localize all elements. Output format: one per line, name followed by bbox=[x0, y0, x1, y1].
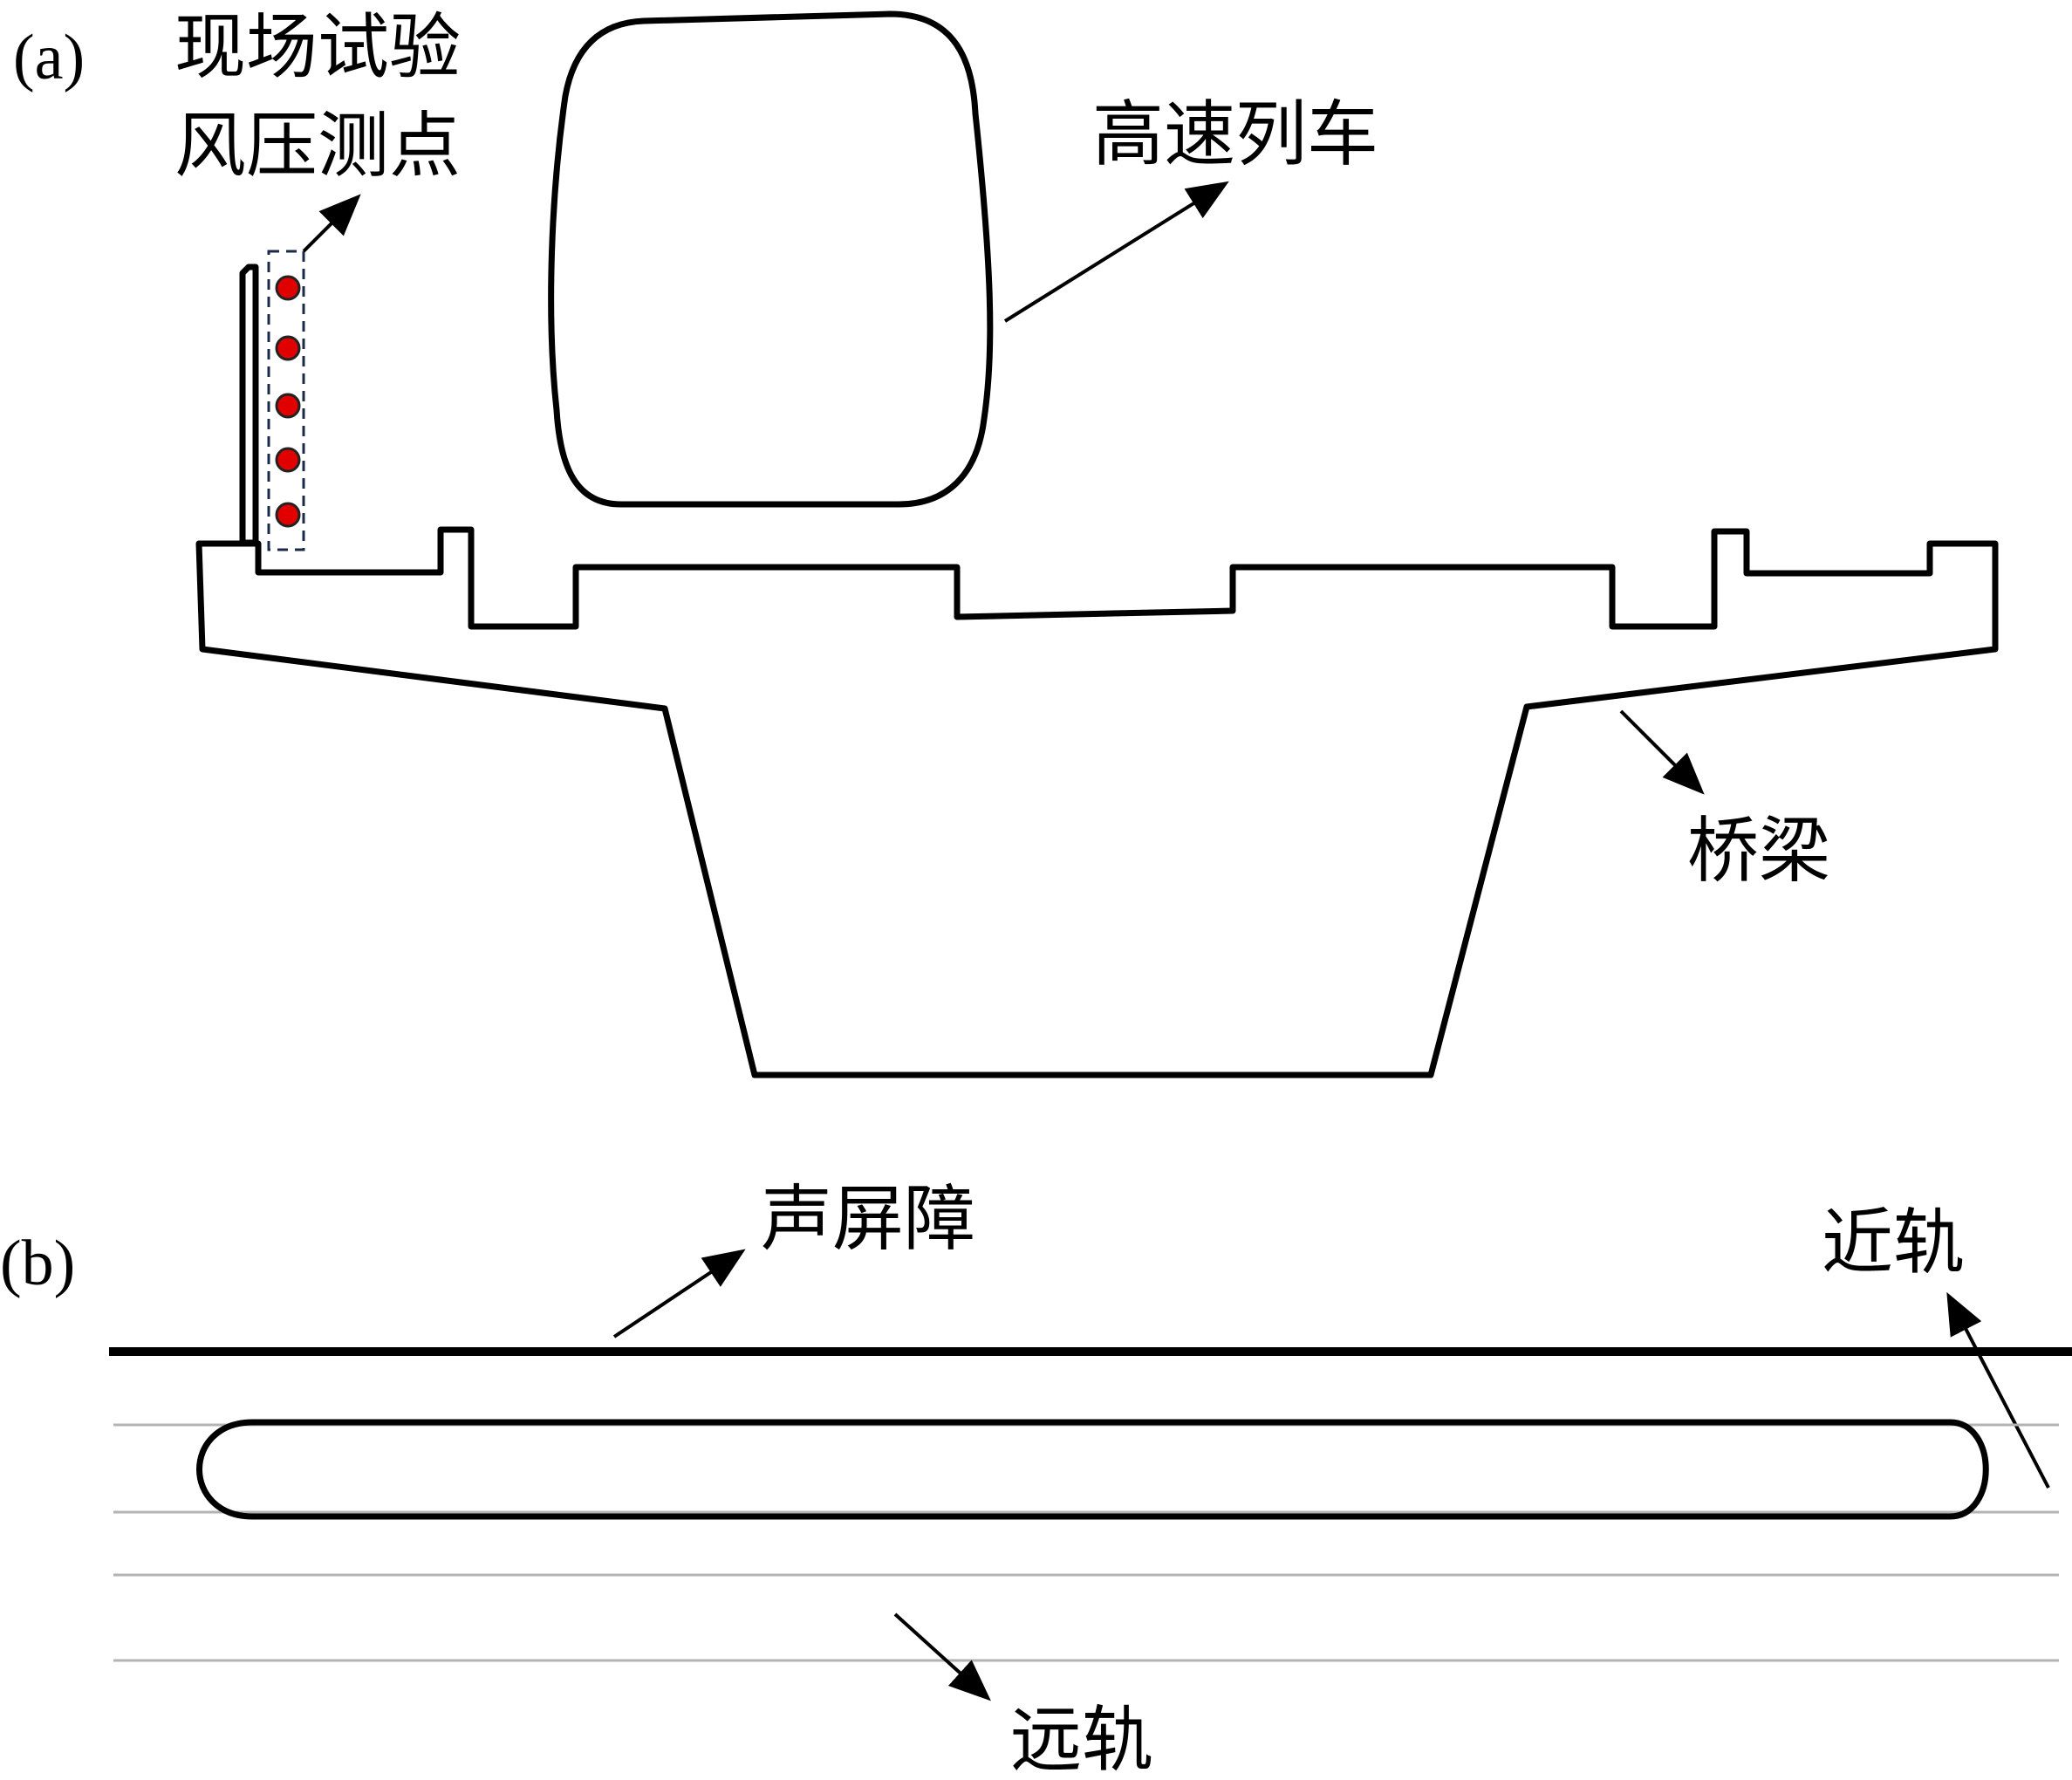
measurement-points-arrow bbox=[302, 194, 361, 253]
near-track-label: 近轨 bbox=[1822, 1202, 1965, 1284]
bridge-arrow bbox=[1619, 709, 1705, 795]
panel-a: (a) 现场试验 风压测点 高速列车 桥梁 bbox=[13, 6, 1999, 1078]
near-track-arrow bbox=[1946, 1291, 2050, 1489]
measurement-points-box bbox=[267, 250, 305, 551]
panel-a-label: (a) bbox=[13, 22, 85, 93]
measurement-point bbox=[275, 447, 301, 473]
measurement-point bbox=[275, 502, 301, 528]
panel-b-label: (b) bbox=[0, 1228, 75, 1299]
barrier-arrow bbox=[612, 1249, 746, 1338]
measurement-point bbox=[275, 275, 301, 301]
measurement-point bbox=[275, 393, 301, 419]
measurement-points-label-line1: 现场试验 bbox=[174, 6, 461, 89]
panel-b: (b) 声屏障 近轨 远轨 bbox=[0, 1178, 2072, 1780]
measurement-point bbox=[275, 335, 301, 361]
far-track-label: 远轨 bbox=[1010, 1699, 1153, 1780]
train-label: 高速列车 bbox=[1092, 93, 1378, 176]
train-plan-outline bbox=[196, 1419, 1989, 1520]
far-track-arrow bbox=[893, 1612, 991, 1701]
train-arrow bbox=[1003, 181, 1229, 323]
sound-barrier-wall bbox=[239, 264, 259, 546]
measurement-points-label-line2: 风压测点 bbox=[174, 105, 461, 188]
barrier-label: 声屏障 bbox=[761, 1178, 975, 1261]
bridge-outline bbox=[195, 526, 1999, 1078]
measurement-points bbox=[275, 275, 301, 528]
bridge-label: 桥梁 bbox=[1687, 810, 1830, 893]
train-outline bbox=[548, 10, 994, 508]
